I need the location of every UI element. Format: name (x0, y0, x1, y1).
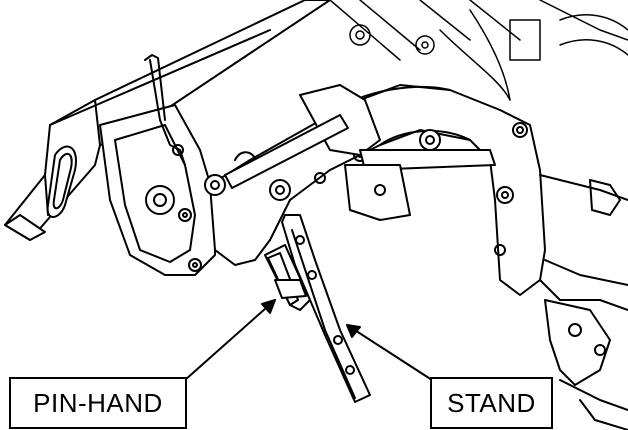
background-machinery (329, 0, 628, 101)
bucket-mount-plate (99, 54, 216, 276)
pin-hand (267, 252, 307, 306)
pin-hand-leader-line (184, 299, 276, 381)
stand-label: STAND (447, 387, 536, 418)
stand-leader-line (346, 324, 433, 381)
stand (264, 214, 371, 403)
hydraulic-cylinder (204, 114, 496, 196)
stand-callout: STAND (430, 377, 553, 429)
pin-hand-leader-arrow (261, 299, 276, 314)
bucket (4, 0, 331, 241)
pin-hand-label: PIN-HAND (33, 387, 163, 418)
tractor-frame (344, 164, 628, 430)
pin-hand-callout: PIN-HAND (9, 377, 187, 429)
stand-leader-arrow (346, 324, 361, 338)
